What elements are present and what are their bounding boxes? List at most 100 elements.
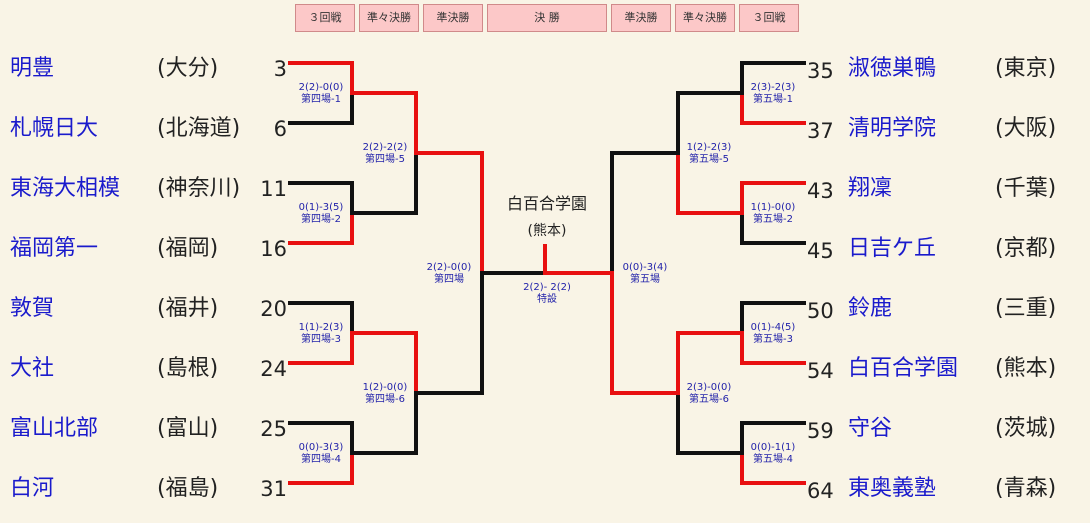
- game-venue: 第四場: [434, 274, 464, 285]
- line-left-qf-1-top: [350, 91, 418, 155]
- game-score: 2(3)-2(3): [750, 82, 796, 93]
- game-venue: 第四場-1: [301, 94, 341, 105]
- game-venue: 第五場: [630, 274, 660, 285]
- team-draw-number: 35: [807, 59, 834, 83]
- line-right-sf-bottom: [610, 271, 680, 395]
- team-name[interactable]: 淑徳巣鴨: [848, 56, 937, 81]
- line-left-qf-1-bottom: [350, 151, 418, 215]
- line-right-r3-3-top: [740, 301, 806, 335]
- game-score: 1(1)-0(0): [750, 202, 796, 213]
- game-venue: 第五場-3: [753, 334, 793, 345]
- header-round3-right: ３回戦: [739, 4, 799, 32]
- line-right-r3-3-bottom: [740, 331, 806, 365]
- team-prefecture: (富山): [157, 416, 219, 441]
- line-left-r3-4-bottom: [288, 451, 354, 485]
- game-label-right-r3-1[interactable]: 2(3)-2(3) 第五場-1: [733, 82, 813, 106]
- game-venue: 第四場-5: [365, 154, 405, 165]
- line-right-qf-2-top: [676, 331, 744, 395]
- game-venue: 第四場-2: [301, 214, 341, 225]
- game-label-left-r3-4[interactable]: 0(0)-3(3) 第四場-4: [281, 442, 361, 466]
- game-label-final[interactable]: 2(2)- 2(2) 特設: [507, 282, 587, 306]
- line-right-r3-4-bottom: [740, 451, 806, 485]
- game-score: 0(0)-1(1): [750, 442, 796, 453]
- line-right-qf-1-bottom: [676, 151, 744, 215]
- team-prefecture: (千葉): [995, 176, 1057, 201]
- team-prefecture: (三重): [995, 296, 1057, 321]
- team-draw-number: 24: [260, 357, 287, 381]
- game-label-left-sf[interactable]: 2(2)-0(0) 第四場: [409, 262, 489, 286]
- game-score: 2(2)-2(2): [362, 142, 408, 153]
- team-name[interactable]: 敦賀: [10, 296, 55, 321]
- team-name[interactable]: 清明学院: [848, 116, 937, 141]
- team-name[interactable]: 福岡第一: [10, 236, 99, 261]
- line-left-r3-3-top: [288, 301, 354, 335]
- team-name[interactable]: 翔凜: [848, 176, 893, 201]
- line-left-r3-1-bottom: [288, 91, 354, 125]
- game-label-left-qf-1[interactable]: 2(2)-2(2) 第四場-5: [345, 142, 425, 166]
- game-score: 1(2)-0(0): [362, 382, 408, 393]
- line-right-sf-top: [610, 151, 680, 275]
- team-prefecture: (福井): [157, 296, 219, 321]
- game-label-left-r3-1[interactable]: 2(2)-0(0) 第四場-1: [281, 82, 361, 106]
- game-venue: 第五場-1: [753, 94, 793, 105]
- line-left-sf-bottom: [414, 271, 484, 395]
- line-right-r3-1-top: [740, 61, 806, 95]
- team-prefecture: (北海道): [157, 116, 241, 141]
- team-prefecture: (福島): [157, 476, 219, 501]
- champion-name: 白百合学園: [506, 194, 587, 213]
- team-name[interactable]: 白河: [10, 476, 55, 501]
- game-venue: 第四場-3: [301, 334, 341, 345]
- team-prefecture: (大分): [157, 56, 219, 81]
- team-name[interactable]: 日吉ケ丘: [848, 236, 937, 261]
- game-venue: 第四場-6: [365, 394, 405, 405]
- team-name[interactable]: 白百合学園: [848, 356, 959, 381]
- game-venue: 第五場-5: [689, 154, 729, 165]
- game-label-right-r3-3[interactable]: 0(1)-4(5) 第五場-3: [733, 322, 813, 346]
- team-name[interactable]: 富山北部: [10, 416, 99, 441]
- game-score: 0(1)-3(5): [298, 202, 344, 213]
- team-prefecture: (福岡): [157, 236, 219, 261]
- game-label-right-qf-1[interactable]: 1(2)-2(3) 第五場-5: [669, 142, 749, 166]
- team-draw-number: 31: [260, 477, 287, 501]
- game-label-left-r3-2[interactable]: 0(1)-3(5) 第四場-2: [281, 202, 361, 226]
- team-name[interactable]: 大社: [10, 356, 55, 381]
- line-right-r3-2-top: [740, 181, 806, 215]
- line-right-qf-1-top: [676, 91, 744, 155]
- game-label-left-r3-3[interactable]: 1(1)-2(3) 第四場-3: [281, 322, 361, 346]
- line-left-r3-2-top: [288, 181, 354, 215]
- team-name[interactable]: 鈴鹿: [848, 296, 893, 321]
- team-name[interactable]: 札幌日大: [10, 116, 99, 141]
- team-draw-number: 3: [273, 57, 287, 81]
- team-draw-number: 54: [807, 359, 834, 383]
- team-name[interactable]: 守谷: [848, 416, 893, 441]
- team-name[interactable]: 明豊: [10, 56, 55, 81]
- line-left-qf-2-bottom: [350, 391, 418, 455]
- line-left-r3-4-top: [288, 421, 354, 455]
- game-score: 0(1)-4(5): [750, 322, 796, 333]
- team-draw-number: 16: [260, 237, 287, 261]
- header-semifinal-right: 準決勝: [611, 4, 671, 32]
- header-final: 決 勝: [487, 4, 607, 32]
- team-draw-number: 64: [807, 479, 834, 503]
- line-left-r3-2-bottom: [288, 211, 354, 245]
- team-prefecture: (茨城): [995, 416, 1057, 441]
- line-right-qf-2-bottom: [676, 391, 744, 455]
- champion-prefecture: (熊本): [527, 223, 567, 239]
- game-score: 0(0)-3(4): [622, 262, 668, 273]
- game-label-right-r3-2[interactable]: 1(1)-0(0) 第五場-2: [733, 202, 813, 226]
- team-draw-number: 11: [260, 177, 287, 201]
- game-score: 1(1)-2(3): [298, 322, 344, 333]
- game-label-right-r3-4[interactable]: 0(0)-1(1) 第五場-4: [733, 442, 813, 466]
- line-right-r3-1-bottom: [740, 91, 806, 125]
- game-label-right-qf-2[interactable]: 2(3)-0(0) 第五場-6: [669, 382, 749, 406]
- header-quarterfinal-right: 準々決勝: [675, 4, 735, 32]
- team-draw-number: 37: [807, 119, 834, 143]
- team-name[interactable]: 東奥義塾: [848, 476, 937, 501]
- game-label-left-qf-2[interactable]: 1(2)-0(0) 第四場-6: [345, 382, 425, 406]
- game-label-right-sf[interactable]: 0(0)-3(4) 第五場: [605, 262, 685, 286]
- game-score: 0(0)-3(3): [298, 442, 344, 453]
- team-name[interactable]: 東海大相模: [10, 176, 121, 201]
- team-draw-number: 6: [273, 117, 287, 141]
- game-venue: 第五場-4: [753, 454, 793, 465]
